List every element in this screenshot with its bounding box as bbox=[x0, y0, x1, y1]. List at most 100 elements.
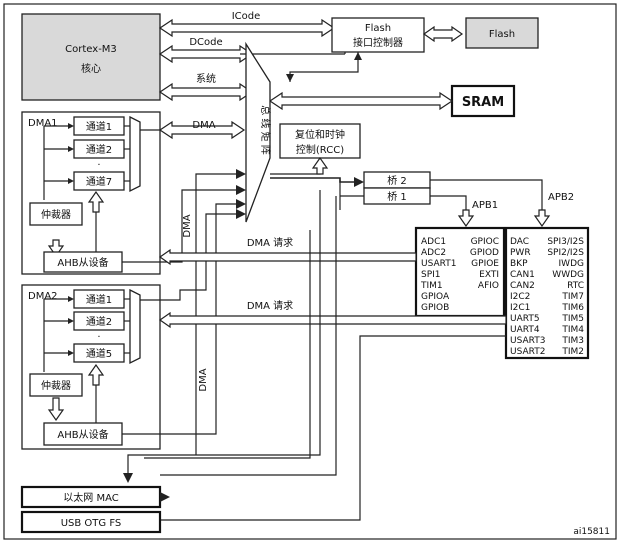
cortex-name: Cortex-M3 bbox=[65, 44, 117, 55]
flash-if-sub: 接口控制器 bbox=[353, 36, 403, 49]
bus-matrix-block: 总 线 矩 阵 bbox=[245, 41, 272, 223]
cortex-m3-block: Cortex-M3 核心 bbox=[21, 13, 161, 101]
apb2-peripheral-left-6: I2C1 bbox=[510, 303, 530, 313]
system-bus-arrow: 系统 bbox=[158, 72, 254, 102]
dma2-ahb-slave: AHB从设备 bbox=[43, 422, 123, 446]
sram-label: SRAM bbox=[462, 95, 504, 110]
apb2-to-usb-line bbox=[160, 335, 506, 521]
svg-text:通道1: 通道1 bbox=[86, 120, 112, 133]
cortex-sub: 核心 bbox=[81, 62, 101, 75]
apb1-peripheral-left-0: ADC1 bbox=[421, 237, 446, 247]
bridge-to-eth-line bbox=[160, 196, 337, 476]
apb2-peripherals-box: DACPWRBKPCAN1CAN2I2C2I2C1UART5UART4USART… bbox=[504, 226, 590, 360]
apb2-peripheral-right-8: TIM4 bbox=[561, 325, 584, 335]
svg-text:AHB从设备: AHB从设备 bbox=[57, 428, 108, 441]
svg-text:通道2: 通道2 bbox=[86, 315, 112, 328]
apb2-peripheral-left-4: CAN2 bbox=[510, 281, 535, 291]
apb2-col1: DACPWRBKPCAN1CAN2I2C2I2C1UART5UART4USART… bbox=[510, 237, 545, 357]
dma-request-2-arrow bbox=[158, 311, 507, 329]
apb1-label: APB1 bbox=[472, 200, 498, 211]
matrix-to-bridge-line bbox=[270, 177, 356, 183]
apb2-peripheral-right-4: RTC bbox=[567, 281, 584, 291]
dma-request-1-label: DMA 请求 bbox=[247, 236, 293, 249]
svg-text:通道7: 通道7 bbox=[86, 175, 112, 188]
apb2-peripheral-right-10: TIM2 bbox=[561, 347, 584, 357]
matrix-to-eth-line bbox=[127, 190, 321, 475]
apb1-peripheral-right-3: EXTI bbox=[479, 270, 499, 280]
apb2-peripheral-left-3: CAN1 bbox=[510, 270, 535, 280]
flash-memory-block: Flash bbox=[465, 17, 539, 49]
dma1-title: DMA1 bbox=[28, 118, 58, 129]
apb1-peripheral-right-4: AFIO bbox=[478, 281, 499, 291]
dma-vertical-label-1: DMA bbox=[182, 214, 193, 237]
svg-text:AHB从设备: AHB从设备 bbox=[57, 256, 108, 269]
apb1-peripheral-left-5: GPIOA bbox=[421, 292, 450, 302]
dma2-block: DMA2 通道1 通道2 · 通道5 仲裁器 bbox=[21, 284, 161, 450]
svg-text:通道2: 通道2 bbox=[86, 143, 112, 156]
matrix-to-sram-arrow bbox=[268, 91, 454, 111]
matrix-to-flash-if-line bbox=[289, 52, 359, 82]
dma1-channel-2: 通道2 bbox=[73, 139, 125, 159]
outer-frame bbox=[3, 3, 617, 540]
flash-interface-block: Flash 接口控制器 bbox=[331, 17, 425, 53]
eth-dma-path bbox=[195, 173, 236, 455]
dma-request-1-arrow bbox=[158, 248, 417, 266]
apb1-peripheral-left-4: TIM1 bbox=[420, 281, 443, 291]
figure-id: ai15811 bbox=[573, 527, 610, 537]
svg-text:通道5: 通道5 bbox=[86, 347, 112, 360]
apb2-peripheral-left-9: USART3 bbox=[510, 336, 545, 346]
sram-block: SRAM bbox=[450, 84, 516, 118]
ethernet-label: 以太网 MAC bbox=[63, 491, 118, 504]
apb2-peripheral-right-9: TIM3 bbox=[561, 336, 584, 346]
dma1-block: DMA1 通道1 通道2 · 通道7 仲裁器 bbox=[21, 111, 161, 275]
system-label: 系统 bbox=[196, 72, 216, 85]
apb2-peripheral-left-7: UART5 bbox=[510, 314, 540, 324]
apb2-col2: SPI3/I2SSPI2/I2SIWDGWWDGRTCTIM7TIM6TIM5T… bbox=[547, 237, 584, 357]
flash-if-to-flash-arrow bbox=[422, 25, 464, 43]
dma1-mux bbox=[129, 115, 141, 193]
svg-text:仲裁器: 仲裁器 bbox=[41, 208, 71, 221]
apb1-peripheral-left-6: GPIOB bbox=[421, 303, 449, 313]
dma2-dots: · bbox=[97, 332, 100, 343]
matrix-to-rcc-line bbox=[270, 160, 321, 175]
rcc-block: 复位和时钟 控制(RCC) bbox=[279, 123, 361, 159]
apb2-peripheral-right-3: WWDG bbox=[552, 270, 584, 280]
dma2-channel-2: 通道2 bbox=[73, 311, 125, 331]
apb2-peripheral-left-0: DAC bbox=[510, 237, 529, 247]
apb2-peripheral-left-1: PWR bbox=[510, 248, 531, 258]
apb2-peripheral-right-7: TIM5 bbox=[561, 314, 584, 324]
ethernet-mac-block: 以太网 MAC bbox=[20, 485, 162, 509]
dma-vertical-label-2: DMA bbox=[198, 368, 209, 391]
flash-label: Flash bbox=[489, 29, 515, 40]
dma1-dots: · bbox=[97, 160, 100, 171]
flash-if-title: Flash bbox=[365, 23, 391, 34]
dma-request-2-label: DMA 请求 bbox=[247, 299, 293, 312]
apb2-bus-line bbox=[430, 179, 543, 220]
dma2-title: DMA2 bbox=[28, 291, 58, 302]
apb2-peripheral-left-5: I2C2 bbox=[510, 292, 530, 302]
apb2-label: APB2 bbox=[548, 192, 574, 203]
apb2-peripheral-left-2: BKP bbox=[510, 259, 528, 269]
dma2-mux bbox=[129, 288, 141, 365]
rcc-sub: 控制(RCC) bbox=[296, 143, 344, 156]
icode-label: ICode bbox=[232, 11, 261, 22]
bridge-1-block: 桥 1 bbox=[363, 187, 431, 205]
apb2-peripheral-right-1: SPI2/I2S bbox=[547, 248, 584, 258]
bridge-2-label: 桥 2 bbox=[387, 175, 407, 187]
apb2-peripheral-left-10: USART2 bbox=[510, 347, 545, 357]
apb1-peripheral-right-1: GPIOD bbox=[470, 248, 499, 258]
apb1-peripheral-left-2: USART1 bbox=[421, 259, 456, 269]
dma2-arbiter: 仲裁器 bbox=[29, 373, 83, 397]
dma2-bus-path bbox=[160, 213, 236, 301]
dma1-arbiter: 仲裁器 bbox=[29, 202, 83, 226]
dma2-channel-5: 通道5 bbox=[73, 343, 125, 363]
dcode-bus-arrow: DCode bbox=[158, 37, 254, 64]
dma2-channel-1: 通道1 bbox=[73, 289, 125, 309]
icode-bus-arrow: ICode bbox=[158, 11, 336, 38]
usb-otg-block: USB OTG FS bbox=[20, 510, 162, 534]
bus-matrix-label: 总 线 矩 阵 bbox=[259, 105, 272, 155]
